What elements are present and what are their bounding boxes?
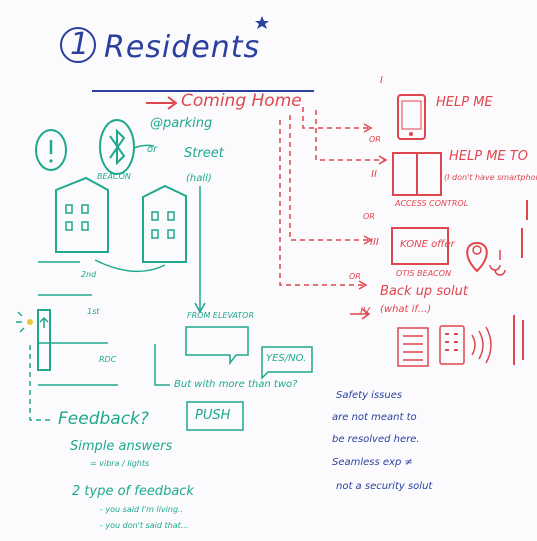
page-title: Residents [104,30,261,65]
hall-label: (hall) [186,173,212,184]
backup-label: Back up solut [380,284,468,299]
otis-beacon-label: OTIS BEACON [396,269,452,278]
option-2-label: HELP ME TO [449,149,528,164]
backup-arrow [350,308,371,320]
or-separator-3: OR [349,272,361,281]
yes-no-bubble [261,346,313,380]
or-separator-2: OR [363,212,375,221]
card-reader-icon [397,327,429,367]
elevator-signal-icon [16,311,25,333]
elevator-light-icon [27,319,33,325]
street-arrow [194,186,206,314]
signal-waves-icon [471,326,492,364]
option-2-numeral: II [371,169,377,180]
option-1-numeral: I [380,75,383,86]
title-underline [92,90,314,92]
path-between-buildings [94,259,166,273]
title-number: 1 [70,27,91,62]
floor-lines [38,261,118,386]
beacon-label: BEACON [97,172,131,181]
key-ring-icon [489,250,506,276]
option-2-note: (I don't have smartphone) [444,173,537,182]
elevator-to-question-connector [154,344,170,386]
kone-offer-box [391,227,449,265]
safety-note-line-4: Seamless exp ≠ [332,457,413,468]
elevator-speech-bubble [185,326,249,366]
alert-bubble-icon [35,129,67,171]
feedback-line-2: - you don't said that... [100,521,189,530]
elevator-arrow-icon [39,316,49,328]
more-than-two-question: But with more than two? [174,379,298,390]
smartphone-icon [397,94,426,140]
safety-note-line-3: be resolved here. [332,434,420,445]
or-street-label: or [147,144,158,155]
safety-note-line-5: not a security solut [336,481,433,492]
or-separator-1: OR [369,135,381,144]
connector-arrowheads [358,123,388,290]
building-left-icon [55,176,109,253]
feedback-vibra-lights: = vibra / lights [90,459,150,468]
push-button-label: PUSH [195,408,231,423]
option-1-label: HELP ME [436,95,493,110]
coming-home-arrow [146,96,178,110]
push-button-box [186,401,244,431]
title-star-icon [255,16,269,29]
building-right-icon [142,184,187,263]
keypad-wall-icon [521,200,528,258]
access-control-label: ACCESS CONTROL [395,199,469,208]
title-number-circle [60,27,96,63]
feedback-line-1: - you said I'm living.. [100,505,184,514]
feedback-two-types: 2 type of feedback [72,484,194,499]
beacon-line [133,144,155,149]
keypad-icon [439,325,465,365]
street-label: Street [184,146,224,161]
option-3-numeral: III [370,237,379,248]
feedback-heading: Feedback? [58,409,149,429]
parking-label: @parking [150,116,213,131]
kone-offer-label: KONE offer [400,239,455,250]
feedback-simple-answers: Simple answers [70,439,173,454]
floor-1st-label: 1st [87,307,100,316]
safety-note-line-2: are not meant to [332,412,417,423]
yes-no-label: YES/NO. [266,353,307,364]
location-pin-icon [466,241,488,273]
floor-2nd-label: 2nd [81,270,97,279]
elevator-shaft [37,309,51,371]
from-elevator-label: FROM ELEVATOR [187,311,255,320]
option-connector-lines [279,107,385,286]
feedback-connector [29,345,50,421]
bluetooth-icon-ring [99,119,135,175]
safety-note-line-1: Safety issues [336,390,403,401]
backup-note: (what if...) [380,304,432,315]
floor-ground-label: RDC [99,355,117,364]
coming-home-label: Coming Home [181,91,302,111]
door-wall-icon [513,315,524,365]
bluetooth-icon [109,128,126,166]
option-4-numeral: IV [360,306,370,317]
